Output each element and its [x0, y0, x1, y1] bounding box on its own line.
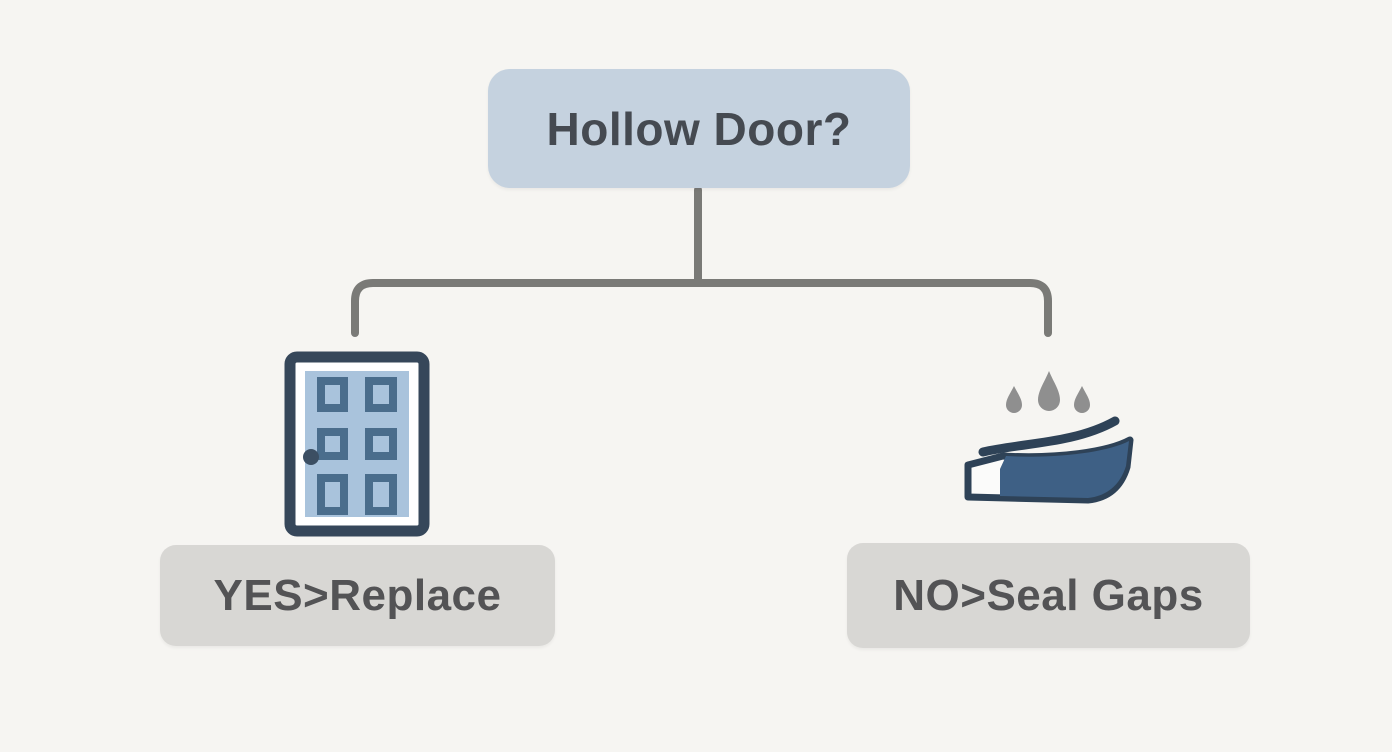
hollow-door-icon [284, 351, 430, 537]
question-node: Hollow Door? [488, 69, 910, 188]
seal-body-fill [1000, 441, 1129, 498]
seal-lip [978, 416, 1120, 457]
door-sweep-seal-icon [964, 371, 1134, 504]
answer-node-yes: YES>Replace [160, 545, 555, 646]
question-label: Hollow Door? [546, 102, 852, 155]
answer-no-label: NO>Seal Gaps [893, 570, 1204, 620]
water-droplets-icon [1006, 371, 1090, 413]
answer-node-no: NO>Seal Gaps [847, 543, 1250, 648]
door-panels [317, 377, 397, 515]
door-knob [303, 449, 319, 465]
answer-yes-label: YES>Replace [213, 570, 502, 620]
